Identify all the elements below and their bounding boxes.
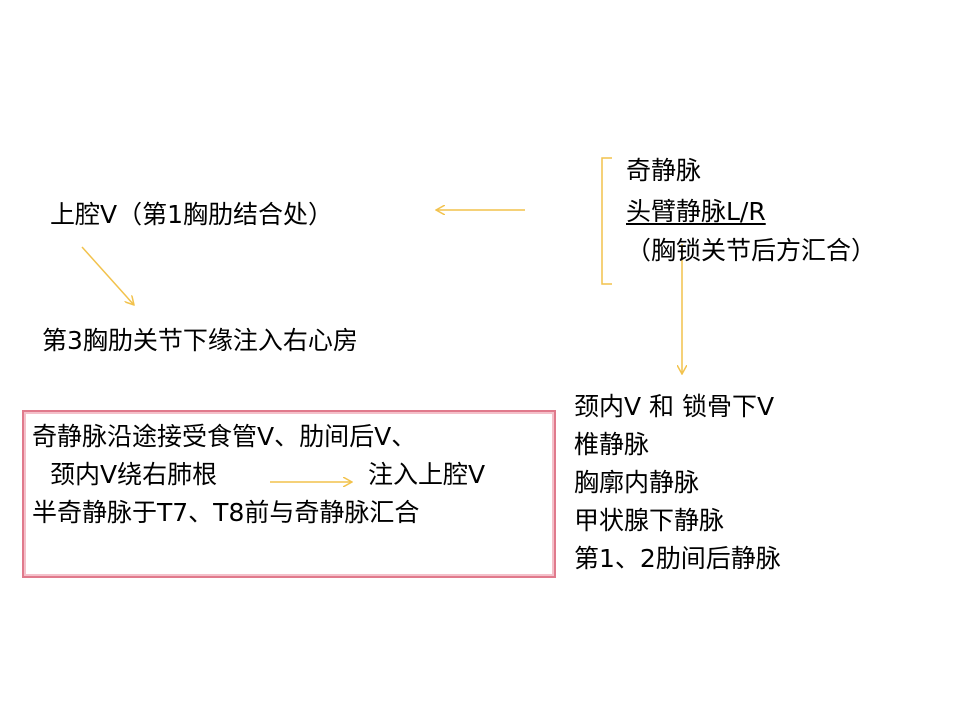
azygos-note-line2a: 颈内V绕右肺根 bbox=[50, 460, 218, 489]
azygos-note-line1: 奇静脉沿途接受食管V、肋间后V、 bbox=[32, 422, 417, 451]
sternoclavicular-note: （胸锁关节后方汇合） bbox=[626, 236, 877, 265]
azygos-note-line2b: 注入上腔V bbox=[368, 460, 486, 489]
tributary-item: 椎静脉 bbox=[574, 430, 650, 459]
bracket-line bbox=[601, 157, 612, 285]
tributary-item: 甲状腺下静脉 bbox=[574, 506, 725, 535]
tributary-item: 第1、2肋间后静脉 bbox=[574, 544, 781, 573]
svc-drain-label: 第3胸肋关节下缘注入右心房 bbox=[42, 326, 358, 355]
tributary-item: 胸廓内静脉 bbox=[574, 468, 700, 497]
svc-label: 上腔V（第1胸肋结合处） bbox=[50, 200, 334, 229]
arrow-to-atrium bbox=[81, 246, 134, 305]
azygos-vein-label: 奇静脉 bbox=[626, 156, 702, 185]
azygos-note-line3: 半奇静脉于T7、T8前与奇静脉汇合 bbox=[32, 498, 420, 527]
brachiocephalic-vein-label: 头臂静脉L/R bbox=[626, 197, 766, 226]
tributary-item: 颈内V 和 锁骨下V bbox=[574, 392, 775, 421]
azygos-note-box bbox=[22, 410, 556, 578]
